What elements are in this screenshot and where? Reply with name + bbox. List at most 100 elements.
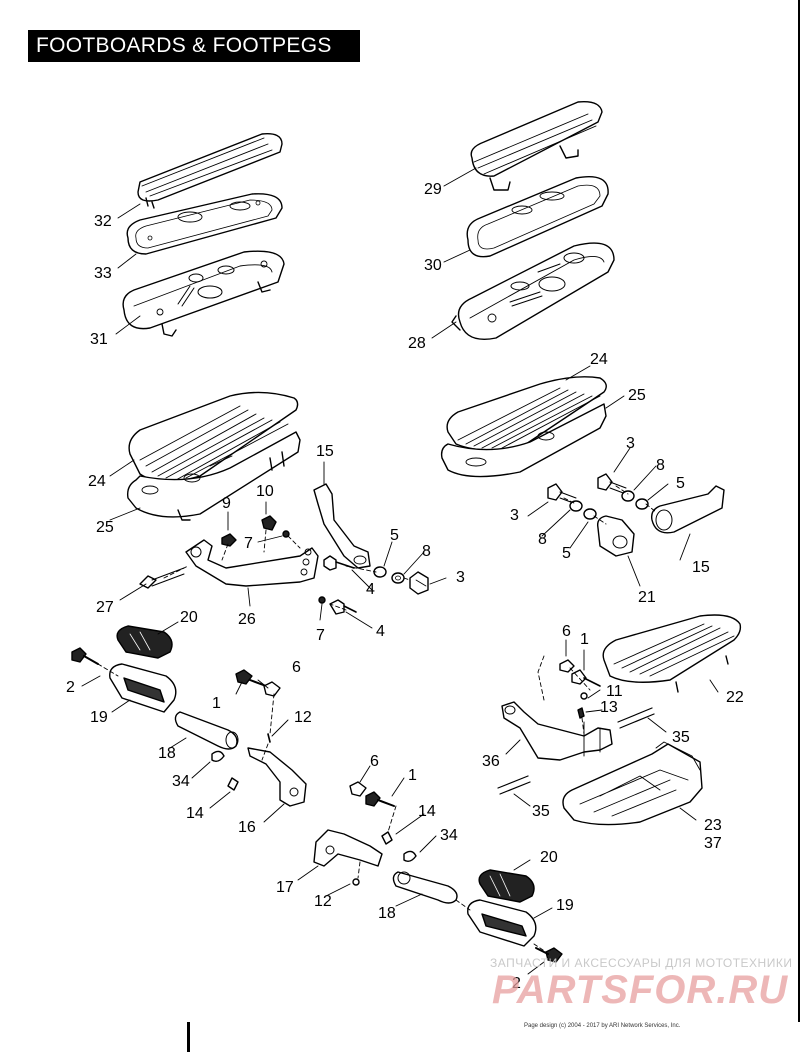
callout-12-upper: 12 bbox=[294, 709, 312, 726]
copyright-footer: Page design (c) 2004 - 2017 by ARI Netwo… bbox=[524, 1023, 681, 1029]
callout-8-left: 8 bbox=[422, 543, 431, 560]
bracket-16 bbox=[247, 747, 307, 807]
bolt-1-lower bbox=[365, 791, 395, 807]
callout-22: 22 bbox=[726, 689, 744, 706]
leader-lines bbox=[81, 167, 719, 975]
callout-17: 17 bbox=[276, 879, 294, 896]
callout-14-upper: 14 bbox=[186, 805, 204, 822]
callout-3-right-mid: 3 bbox=[510, 507, 519, 524]
callout-8-right-top: 8 bbox=[656, 457, 665, 474]
callout-35-upper: 35 bbox=[672, 729, 690, 746]
pin-18-lower bbox=[392, 871, 458, 904]
callout-33: 33 bbox=[94, 265, 112, 282]
callout-23: 23 bbox=[704, 817, 722, 834]
page-frame bbox=[798, 0, 800, 1022]
callout-25-right: 25 bbox=[628, 387, 646, 404]
callout-8-right-mid: 8 bbox=[538, 531, 547, 548]
callout-13: 13 bbox=[600, 699, 618, 716]
washer-8-right-b bbox=[621, 490, 635, 502]
assembly-lines bbox=[97, 485, 657, 953]
callout-3-left: 3 bbox=[456, 569, 465, 586]
washer-8-left bbox=[391, 572, 405, 584]
rod-35-lower bbox=[497, 775, 531, 795]
footboard-base-25-right bbox=[440, 403, 607, 478]
callout-19-upper: 19 bbox=[90, 709, 108, 726]
footboard-pad-29 bbox=[470, 101, 603, 191]
callout-32: 32 bbox=[94, 213, 112, 230]
callout-9: 9 bbox=[222, 495, 231, 512]
clip-34-lower bbox=[403, 850, 417, 863]
fastener-9 bbox=[221, 533, 237, 547]
bolt-3-right-b bbox=[597, 473, 627, 495]
nut-6-upper-left bbox=[263, 681, 281, 697]
support-bracket-15-right bbox=[650, 485, 725, 534]
pin-18-upper bbox=[174, 711, 239, 750]
fitting-11 bbox=[580, 692, 588, 700]
callout-24-right: 24 bbox=[590, 351, 608, 368]
nut-6-lower bbox=[349, 781, 367, 797]
callout-31: 31 bbox=[90, 331, 108, 348]
washer-8-right-a bbox=[569, 500, 583, 512]
callout-35-lower: 35 bbox=[532, 803, 550, 820]
fastener-10 bbox=[261, 515, 277, 531]
callout-5-left: 5 bbox=[390, 527, 399, 544]
callout-28: 28 bbox=[408, 335, 426, 352]
footboard-base-31 bbox=[122, 250, 285, 337]
footboard-base-28 bbox=[451, 242, 615, 340]
callout-18-upper: 18 bbox=[158, 745, 176, 762]
callout-34-upper: 34 bbox=[172, 773, 190, 790]
callout-2-lower: 2 bbox=[512, 975, 521, 992]
footpeg-rubber-20-lower bbox=[478, 869, 535, 903]
callout-29: 29 bbox=[424, 181, 442, 198]
callout-labels: 32 33 31 29 30 28 24 25 24 25 15 9 10 7 … bbox=[66, 181, 744, 992]
pin-14-upper bbox=[227, 777, 239, 791]
washer-5-right-b bbox=[635, 498, 649, 510]
callout-4-lower: 4 bbox=[376, 623, 385, 640]
callout-14-lower: 14 bbox=[418, 803, 436, 820]
screw-4-lower bbox=[329, 599, 357, 615]
bolt-1-upper-left bbox=[235, 669, 267, 687]
callout-7-lower: 7 bbox=[316, 627, 325, 644]
page-title: FOOTBOARDS & FOOTPEGS bbox=[28, 30, 360, 62]
pin-12-lower bbox=[352, 878, 360, 886]
callout-26: 26 bbox=[238, 611, 256, 628]
footpeg-19-upper bbox=[109, 663, 177, 713]
callout-6-upper-left: 6 bbox=[292, 659, 301, 676]
callout-4-upper: 4 bbox=[366, 581, 375, 598]
callout-6-right: 6 bbox=[562, 623, 571, 640]
bolt-2-lower bbox=[535, 947, 563, 963]
screw-4-upper bbox=[323, 555, 355, 571]
washer-7-upper bbox=[282, 530, 290, 538]
pin-14-lower bbox=[381, 831, 393, 845]
callout-10: 10 bbox=[256, 483, 274, 500]
washer-7-lower bbox=[318, 596, 326, 604]
callout-11: 11 bbox=[606, 683, 623, 700]
callout-1-right: 1 bbox=[580, 631, 589, 648]
callout-18-lower: 18 bbox=[378, 905, 396, 922]
callout-1-upper-left: 1 bbox=[212, 695, 221, 712]
washer-5-right-a bbox=[583, 508, 597, 520]
callout-20-upper: 20 bbox=[180, 609, 198, 626]
bracket-17 bbox=[313, 829, 383, 867]
bolt-2-upper bbox=[71, 647, 99, 665]
callout-15-left: 15 bbox=[316, 443, 334, 460]
callout-12-lower: 12 bbox=[314, 893, 332, 910]
bolt-1-right bbox=[571, 669, 601, 687]
watermark-logo: PARTSFOR.RU bbox=[492, 968, 789, 1012]
callout-34-lower: 34 bbox=[440, 827, 458, 844]
footpeg-19-lower bbox=[467, 899, 537, 947]
rod-35-upper bbox=[617, 707, 655, 729]
footboard-pad-22 bbox=[602, 614, 742, 693]
pin-12-upper bbox=[267, 733, 271, 743]
bottom-marker bbox=[187, 1022, 190, 1052]
watermark-tagline: ЗАПЧАСТИ И АКСЕССУАРЫ ДЛЯ МОТОТЕХНИКИ bbox=[490, 956, 793, 970]
support-bracket-15-left bbox=[313, 483, 371, 569]
callout-3-right-top: 3 bbox=[626, 435, 635, 452]
footboard-pad-32 bbox=[137, 133, 283, 209]
callout-37: 37 bbox=[704, 835, 722, 852]
clip-34-upper bbox=[211, 750, 225, 763]
fitting-13 bbox=[577, 707, 585, 719]
callout-6-lower: 6 bbox=[370, 753, 379, 770]
callout-15-right: 15 bbox=[692, 559, 710, 576]
